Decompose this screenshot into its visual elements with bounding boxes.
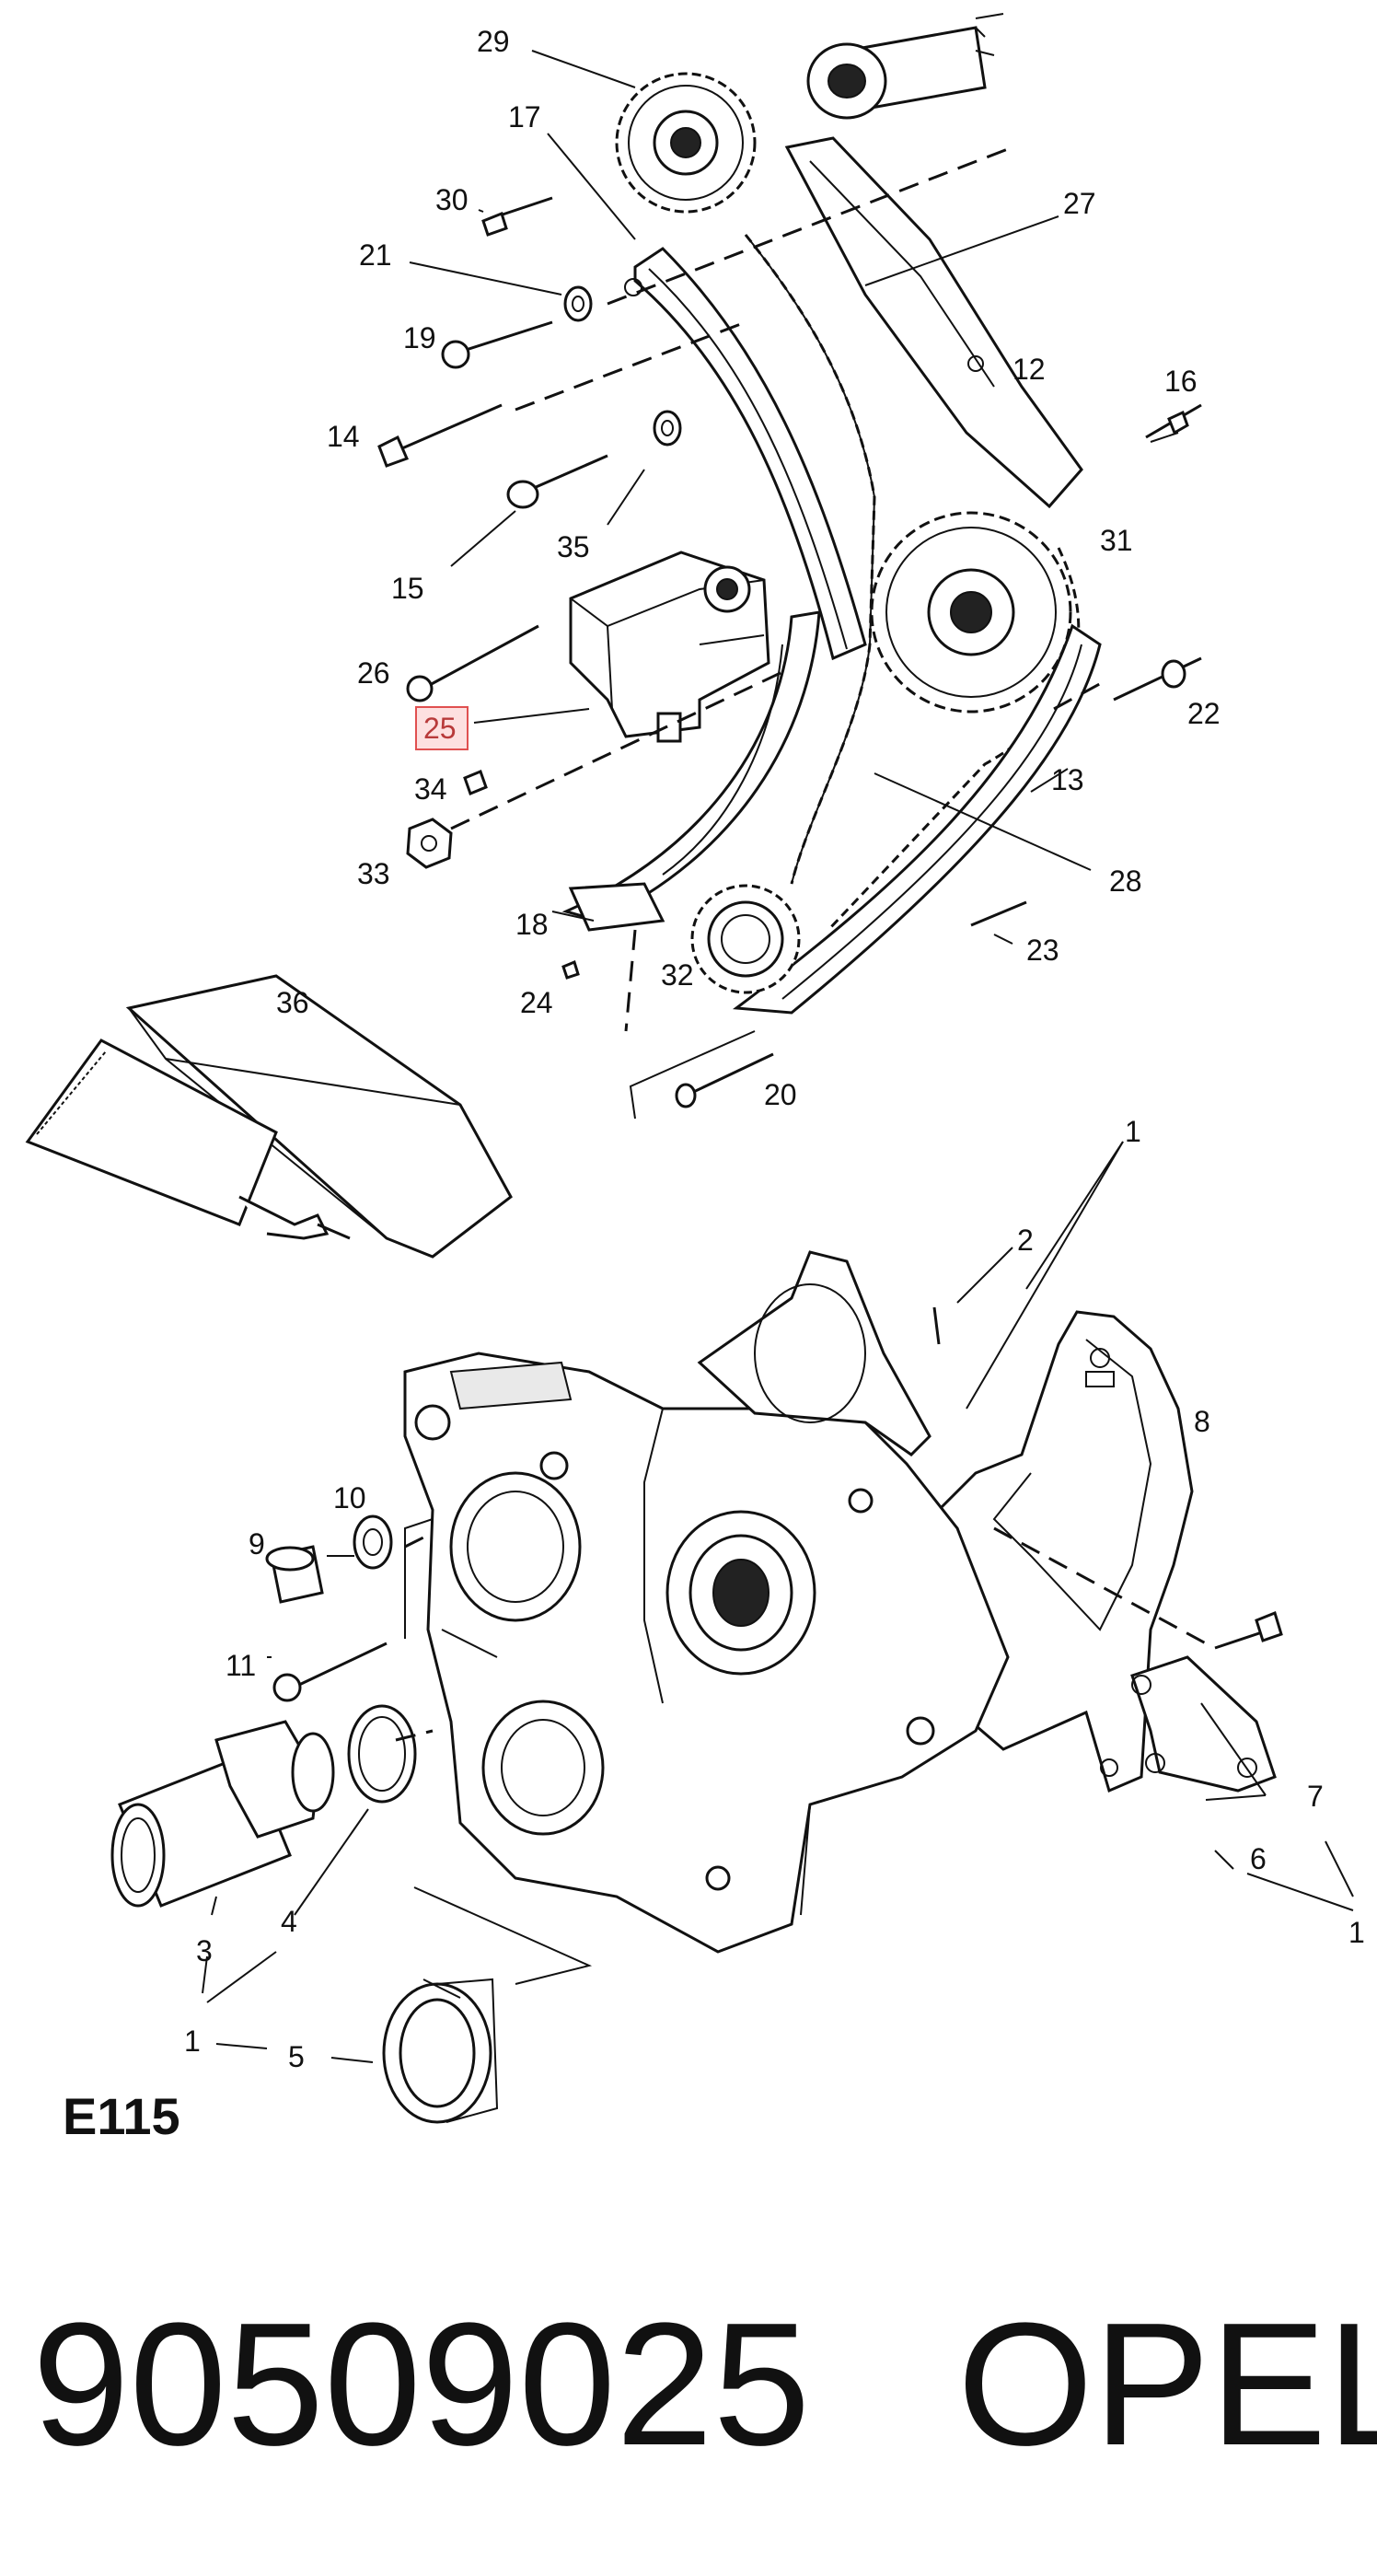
washer-21 [563,285,593,322]
nut-33 [406,818,453,869]
dowel-2 [932,1306,941,1345]
tensioner-rail [624,247,867,661]
washer-10 [353,1514,393,1570]
callout-8: 8 [1194,1405,1210,1438]
callout-22: 22 [1187,697,1221,730]
callout-13: 13 [1051,763,1084,796]
bolt-14 [377,403,503,468]
group-code: E115 [63,2087,180,2145]
callout-32: 32 [661,958,694,992]
camshaft-end [806,13,1004,120]
callout-14: 14 [327,420,360,453]
callout-18: 18 [515,908,549,941]
bracket-6 [1130,1655,1277,1793]
callout-7: 7 [1307,1780,1324,1813]
lower-chain-guide [732,623,1102,1015]
callout-23: 23 [1026,934,1059,967]
callout-19: 19 [403,321,436,354]
bolt-19 [441,320,553,369]
brand-name: OPEL [957,2287,1377,2482]
callout-3: 3 [196,1934,213,1967]
callout-30: 30 [435,183,469,216]
callout-1-top: 1 [1125,1115,1141,1148]
callout-36: 36 [276,986,309,1019]
filter-housing-3 [110,1720,335,1908]
callout-31: 31 [1100,524,1133,557]
part-number: 90509025 [32,2287,810,2482]
callout-1-right: 1 [1348,1916,1365,1949]
pin-22 [1113,656,1202,702]
pin-23 [970,900,1027,927]
callout-2: 2 [1017,1224,1034,1257]
callout-12: 12 [1012,353,1046,386]
tensioner-shoe [561,610,821,932]
pin-24 [561,959,580,980]
callout-25: 25 [423,712,457,745]
callout-1-left: 1 [184,2025,201,2058]
callout-34: 34 [414,772,447,806]
callout-29: 29 [477,25,510,58]
seal-ring-5 [382,1978,499,2124]
leader-lines [202,50,1354,2063]
intermediate-sprocket [870,511,1072,714]
chain-tensioner [569,551,770,743]
callout-27: 27 [1063,187,1096,220]
sealant-tube-36 [25,974,513,1259]
timing-chain [744,234,876,885]
bolt-26 [406,624,539,702]
bolt-15 [506,454,608,509]
camshaft-sprocket [615,72,757,214]
crankshaft-sprocket [690,884,801,994]
pin-20 [675,1052,774,1108]
callout-35: 35 [557,530,590,563]
bolt-30 [481,196,553,237]
callout-9: 9 [249,1527,265,1561]
callout-15: 15 [391,572,424,605]
washer-35 [653,410,682,447]
plug-34 [463,770,488,795]
callout-16: 16 [1164,365,1198,398]
callout-4: 4 [281,1905,297,1938]
callout-26: 26 [357,656,390,690]
callout-6: 6 [1250,1842,1267,1875]
callout-11: 11 [226,1649,256,1682]
bolt-11 [272,1642,388,1702]
upper-chain-guide [784,136,1083,509]
bolt-16 [1145,403,1202,439]
callout-21: 21 [359,238,392,272]
callout-20: 20 [764,1078,797,1111]
callout-28: 28 [1109,864,1142,898]
callout-5: 5 [288,2040,305,2073]
highlight-box [415,706,469,750]
callout-17: 17 [508,100,541,133]
bolt-7 [1214,1611,1283,1650]
callout-24: 24 [520,986,553,1019]
upper-gasket [697,1250,932,1456]
callout-10: 10 [333,1481,366,1514]
plug-9 [265,1545,324,1604]
callout-33: 33 [357,857,390,890]
timing-cover-housing [403,1352,1010,1954]
sealing-ring-4 [347,1704,417,1804]
